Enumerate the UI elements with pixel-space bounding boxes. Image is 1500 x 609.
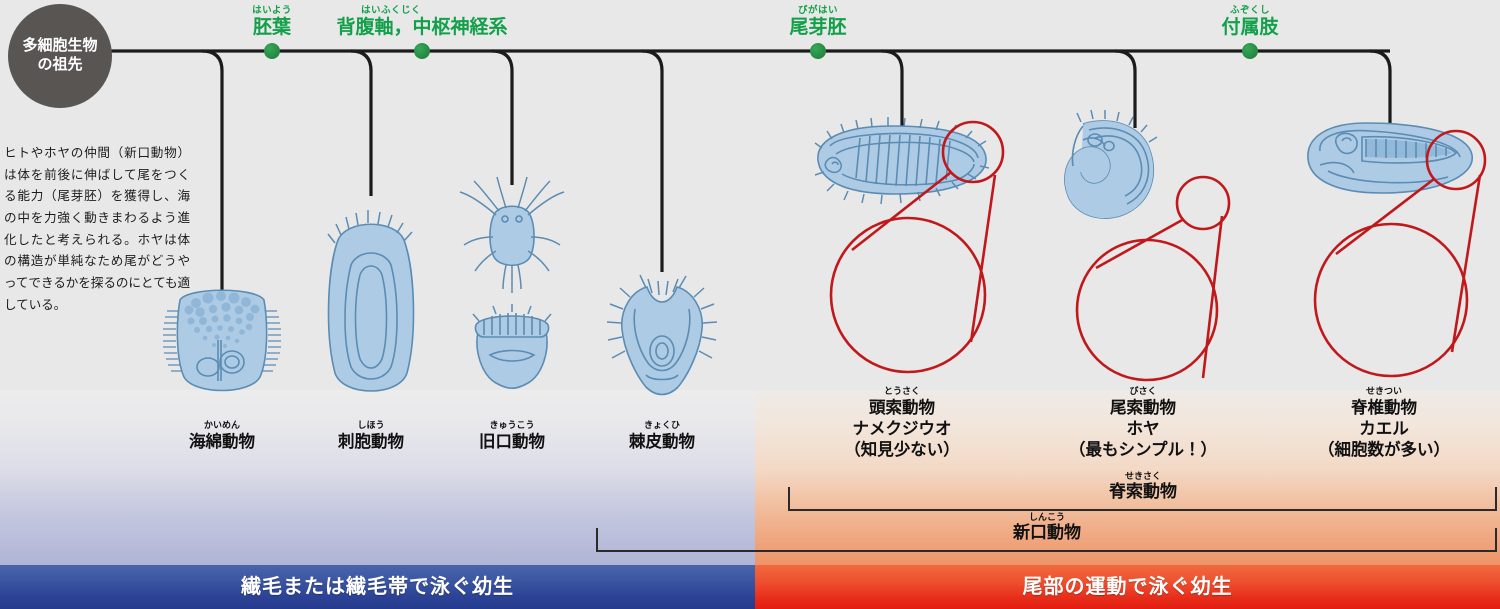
taxon-label-1: しほう 刺胞動物: [338, 421, 404, 453]
evolution-label-main-1: 背腹軸，中枢神経系: [336, 16, 508, 38]
evolution-label-ruby-2: びがはい: [797, 5, 839, 16]
taxon-ruby-0: かいめん: [203, 420, 240, 430]
taxon-ruby-3: きょくひ: [643, 420, 680, 430]
bracket-label-chordata: せきさく 脊索動物: [1109, 472, 1177, 502]
taxon-label-6: せきつい 脊椎動物 カエル （細胞数が多い）: [1318, 387, 1450, 461]
taxon-species-4: ナメクジウオ: [852, 420, 952, 439]
ancestor-line-1: 多細胞生物: [22, 37, 98, 55]
ancestor-line-2: の祖先: [37, 56, 83, 73]
branch-urochordate: [1114, 49, 1137, 128]
evolution-node-dot-3: [1242, 43, 1258, 59]
banner-tail-larva-text: 尾部の運動で泳ぐ幼生: [1022, 576, 1233, 598]
taxon-ruby-5: びさく: [1129, 386, 1157, 396]
taxon-label-4: とうさく 頭索動物 ナメクジウオ （知見少ない）: [844, 387, 960, 461]
taxon-label-5: びさく 尾索動物 ホヤ （最もシンプル！）: [1069, 387, 1217, 461]
bracket-deuterostomia: [596, 528, 1497, 552]
bracket-ruby-deuterostomia: しんこう: [1028, 512, 1065, 522]
branch-vertebrate: [1369, 49, 1392, 126]
taxon-note-5: （最もシンプル！）: [1068, 441, 1218, 460]
evolution-label-ruby-3: ふぞくし: [1229, 5, 1271, 16]
branch-cephalochordate: [881, 49, 904, 130]
evolution-label-main-0: 胚葉: [252, 16, 291, 38]
evolution-label-ruby-1: はいふくじく: [360, 5, 422, 16]
taxon-ruby-2: きゅうこう: [489, 420, 535, 430]
taxon-ruby-4: とうさく: [883, 386, 920, 396]
evolution-label-main-3: 付属肢: [1221, 16, 1279, 38]
taxon-species-5: ホヤ: [1126, 420, 1160, 439]
evolution-label-main-2: 尾芽胚: [789, 16, 847, 38]
taxon-name-4: 頭索動物: [869, 399, 935, 417]
taxon-label-2: きゅうこう 旧口動物: [479, 421, 545, 453]
bracket-label-deuterostomia: しんこう 新口動物: [1013, 513, 1081, 543]
evolution-label-ruby-0: はいよう: [252, 5, 292, 16]
taxon-species-6: カエル: [1359, 420, 1409, 439]
bracket-chordata: [788, 487, 1497, 511]
intro-paragraph: ヒトやホヤの仲間（新口動物）は体を前後に伸ばして尾をつくる能力（尾芽胚）を獲得し…: [4, 146, 190, 312]
banner-ciliary-larva-text: 繊毛または繊毛帯で泳ぐ幼生: [241, 576, 514, 598]
bracket-name-deuterostomia: 新口動物: [1013, 523, 1081, 542]
bracket-name-chordata: 脊索動物: [1109, 482, 1177, 501]
ancestor-node: 多細胞生物 の祖先: [8, 4, 112, 108]
evolution-node-dot-2: [810, 43, 826, 59]
taxon-note-4: （知見少ない）: [844, 441, 960, 460]
evolution-label-1: はいふくじく 背腹軸，中枢神経系: [336, 6, 507, 37]
taxon-name-6: 脊椎動物: [1351, 399, 1417, 417]
taxon-note-6: （細胞数が多い）: [1318, 441, 1450, 460]
taxon-label-0: かいめん 海綿動物: [189, 421, 255, 453]
background-protostome-gradient: [0, 390, 755, 565]
bracket-ruby-chordata: せきさく: [1124, 471, 1161, 481]
taxon-name-0: 海綿動物: [189, 433, 255, 451]
taxon-name-2: 旧口動物: [479, 433, 545, 451]
taxon-ruby-6: せきつい: [1365, 386, 1402, 396]
branch-protostome: [491, 49, 514, 185]
evolution-label-2: びがはい 尾芽胚: [789, 6, 846, 37]
taxon-label-3: きょくひ 棘皮動物: [629, 421, 695, 453]
taxon-name-3: 棘皮動物: [629, 433, 695, 451]
evolution-label-3: ふぞくし 付属肢: [1221, 6, 1278, 37]
taxon-ruby-1: しほう: [357, 420, 385, 430]
taxon-name-1: 刺胞動物: [338, 433, 404, 451]
evolution-node-dot-0: [264, 43, 280, 59]
branch-sponge: [201, 49, 224, 300]
background-deuterostome-gradient: [755, 390, 1500, 565]
taxon-name-5: 尾索動物: [1109, 399, 1176, 417]
banner-ciliary-larva: 繊毛または繊毛帯で泳ぐ幼生: [0, 565, 755, 609]
phylogenetic-tree: [110, 49, 1392, 300]
evolution-node-dot-1: [414, 43, 430, 59]
branch-cnidaria: [350, 49, 373, 196]
evolution-label-0: はいよう 胚葉: [252, 6, 292, 37]
banner-tail-larva: 尾部の運動で泳ぐ幼生: [755, 565, 1500, 609]
branch-echinoderm: [641, 49, 664, 272]
